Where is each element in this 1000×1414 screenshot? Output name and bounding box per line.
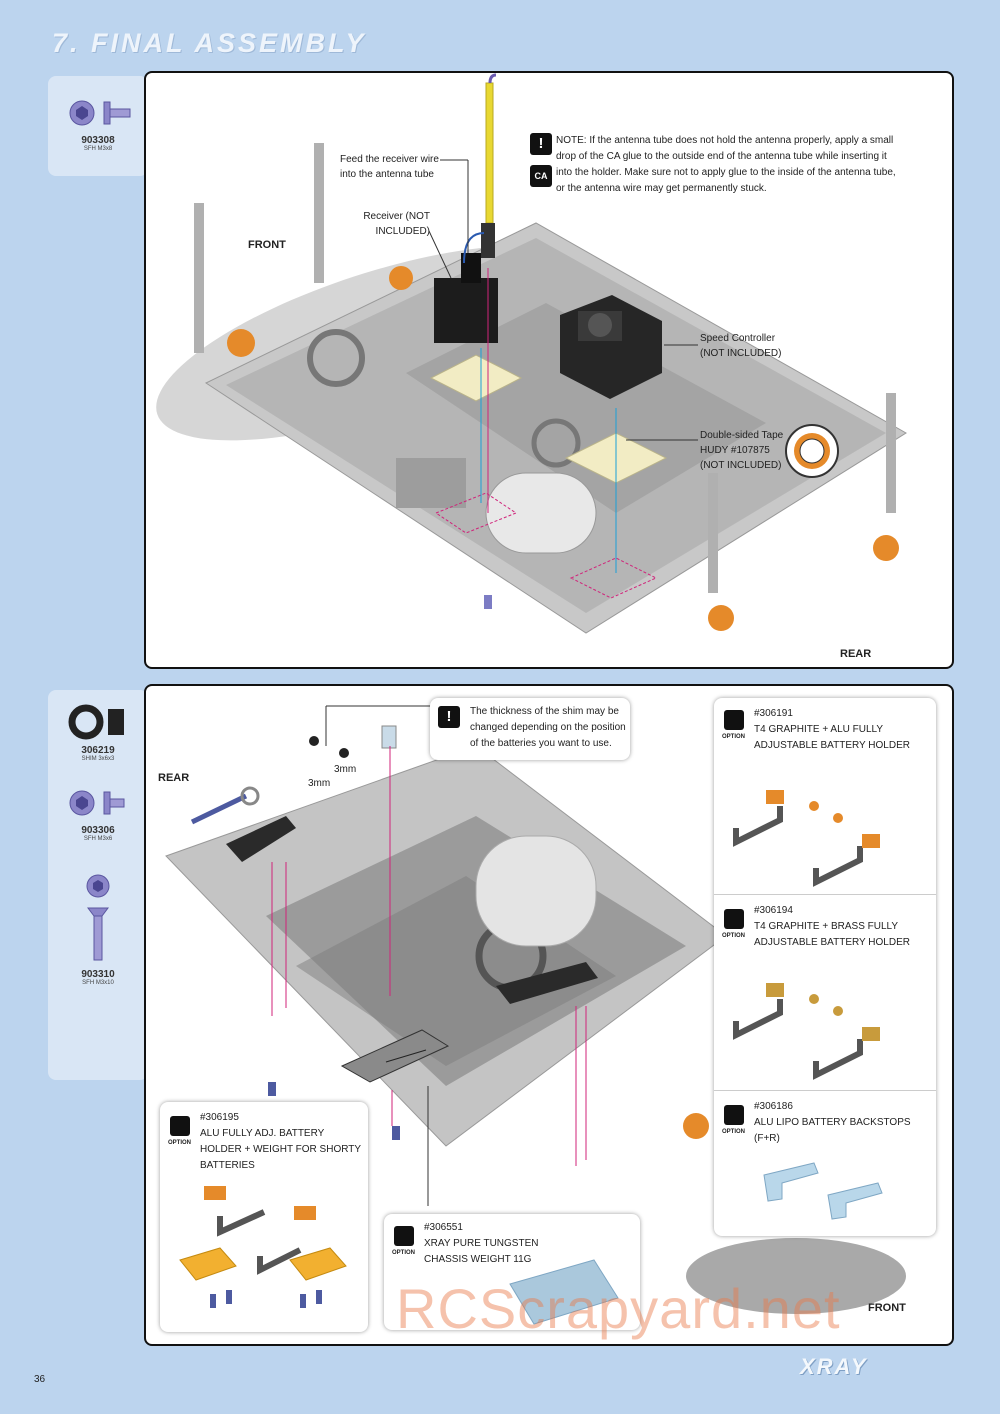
- option-306186: OPTION #306186 ALU LIPO BATTERY BACKSTOP…: [714, 1090, 936, 1237]
- step2-panel: ! The thickness of the shim may be chang…: [144, 684, 954, 1346]
- option-tag: OPTION: [722, 933, 746, 939]
- option-306195: OPTION #306195 ALU FULLY ADJ. BATTERY HO…: [160, 1102, 368, 1332]
- part-desc: SHIM 3x6x3: [81, 756, 115, 762]
- thumb-up-icon: [724, 909, 744, 929]
- watermark: RCScrapyard.net: [396, 1277, 841, 1340]
- option-id: #306195: [200, 1112, 239, 1123]
- part-code: 903308: [81, 135, 115, 146]
- option-id: #306551: [424, 1222, 463, 1233]
- thumb-up-icon: [170, 1116, 190, 1136]
- option-name: T4 GRAPHITE + ALU FULLY ADJUSTABLE BATTE…: [754, 724, 910, 751]
- brand-logo: XRAY: [800, 1354, 868, 1379]
- rear-direction-label: REAR: [840, 648, 872, 660]
- shim-note-card: ! The thickness of the shim may be chang…: [430, 698, 630, 760]
- part-code: 903310: [81, 969, 115, 980]
- front-direction-label: FRONT: [868, 1302, 906, 1314]
- rear-direction-label: REAR: [158, 772, 190, 784]
- shim-note: The thickness of the shim may be changed…: [470, 706, 626, 749]
- page-number: 36: [34, 1374, 46, 1385]
- part-903308: 903308 SFH M3x8: [50, 96, 146, 152]
- options-column: OPTION #306191 T4 GRAPHITE + ALU FULLY A…: [714, 698, 936, 1236]
- step1-panel: ! CA NOTE: If the antenna tube does not …: [144, 71, 954, 669]
- option-id: #306186: [754, 1101, 793, 1112]
- option-tag: OPTION: [392, 1250, 416, 1256]
- lipo-backstops-image: [763, 1162, 883, 1220]
- option-306191: OPTION #306191 T4 GRAPHITE + ALU FULLY A…: [714, 698, 936, 894]
- shim-label-1: 3mm: [308, 778, 331, 789]
- option-name: ALU FULLY ADJ. BATTERY HOLDER + WEIGHT F…: [200, 1128, 361, 1171]
- option-tag: OPTION: [722, 734, 746, 740]
- option-306194: OPTION #306194 T4 GRAPHITE + BRASS FULLY…: [714, 894, 936, 1091]
- page-title: 7. FINAL ASSEMBLY: [52, 28, 367, 58]
- option-tag: OPTION: [168, 1140, 192, 1146]
- thumb-up-icon: [724, 710, 744, 730]
- part-code: 306219: [81, 745, 115, 756]
- chassis-illustration-step1: [156, 73, 907, 634]
- alu-battery-holder-image: [733, 790, 880, 887]
- front-direction-label: FRONT: [248, 239, 286, 251]
- part-306219: 306219 SHIM 3x6x3: [50, 704, 146, 762]
- option-id: #306194: [754, 905, 793, 916]
- part-desc: SFH M3x8: [83, 146, 113, 152]
- receiver-label: Receiver (NOT INCLUDED): [363, 211, 430, 237]
- speed-controller-label: Speed Controller (NOT INCLUDED): [700, 333, 782, 359]
- shim-label-2: 3mm: [334, 764, 357, 775]
- chassis-illustration-step2: [165, 705, 906, 1314]
- flat-head-screw-icon: [69, 790, 125, 816]
- long-screw-icon: [86, 874, 110, 961]
- part-903310: 903310 SFH M3x10: [50, 872, 146, 986]
- part-desc: SFH M3x6: [83, 836, 113, 842]
- ca-glue-icon: CA: [530, 165, 552, 187]
- feed-wire-label: Feed the receiver wire into the antenna …: [340, 154, 439, 180]
- part-code: 903306: [81, 825, 115, 836]
- option-306551: OPTION #306551 XRAY PURE TUNGSTEN CHASSI…: [384, 1214, 640, 1330]
- parts-list-step1: 903308 SFH M3x8: [48, 76, 148, 176]
- tungsten-weight-image: [509, 1259, 619, 1325]
- option-name: ALU LIPO BATTERY BACKSTOPS (F+R): [754, 1117, 911, 1144]
- tape-label: Double-sided Tape HUDY #107875 (NOT INCL…: [700, 430, 784, 471]
- shim-icon: [68, 704, 124, 740]
- warning-icon: !: [438, 706, 460, 728]
- brass-battery-holder-image: [733, 983, 880, 1080]
- option-name: XRAY PURE TUNGSTEN CHASSIS WEIGHT 11g: [424, 1238, 539, 1265]
- part-desc: SFH M3x10: [82, 980, 114, 986]
- option-id: #306191: [754, 708, 793, 719]
- flat-head-screw-icon: [69, 100, 131, 126]
- antenna-note: NOTE: If the antenna tube does not hold …: [556, 135, 896, 194]
- shorty-battery-holder-image: [179, 1186, 347, 1308]
- option-name: T4 GRAPHITE + BRASS FULLY ADJUSTABLE BAT…: [754, 921, 910, 948]
- part-903306: 903306 SFH M3x6: [50, 786, 146, 842]
- thumb-up-icon: [394, 1226, 414, 1246]
- warning-icon: !: [530, 133, 552, 155]
- parts-list-step2: 306219 SHIM 3x6x3 903306 SFH M3x6 903310…: [48, 690, 148, 1080]
- thumb-up-icon: [724, 1105, 744, 1125]
- option-tag: OPTION: [722, 1129, 746, 1135]
